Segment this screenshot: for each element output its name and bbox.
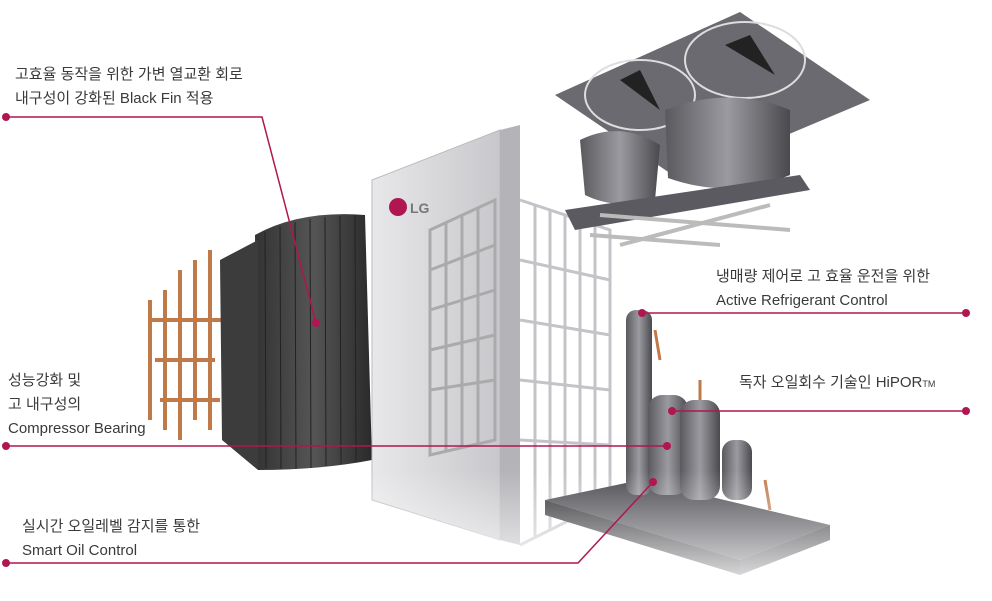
callout-hipor: 독자 오일회수 기술인 HiPORTM xyxy=(739,371,935,396)
callout-oil: 실시간 오일레벨 감지를 통한 Smart Oil Control xyxy=(22,515,200,563)
callout-line: Active Refrigerant Control xyxy=(716,292,888,309)
callout-line: Smart Oil Control xyxy=(22,542,138,559)
dot-hipor-end xyxy=(962,407,970,415)
dot-bearing-end xyxy=(663,442,671,450)
dot-oil-start xyxy=(2,559,10,567)
heat-exchanger-icon xyxy=(220,214,372,470)
callout-arc: 냉매량 제어로 고 효율 운전을 위한 Active Refrigerant C… xyxy=(716,265,930,313)
callout-line: 독자 오일회수 기술인 HiPOR xyxy=(739,374,923,391)
dot-hipor-start xyxy=(668,407,676,415)
callout-black-fin: 고효율 동작을 위한 가변 열교환 회로 내구성이 강화된 Black Fin … xyxy=(15,63,243,111)
dot-black-fin-end xyxy=(312,319,320,327)
piping-icon xyxy=(148,250,227,440)
callout-line: 성능강화 및 xyxy=(8,372,82,389)
fan-icon xyxy=(555,12,870,247)
callout-line: 냉매량 제어로 고 효율 운전을 위한 xyxy=(716,268,931,285)
trademark: TM xyxy=(922,379,936,389)
callout-line: 내구성이 강화된 Black Fin 적용 xyxy=(15,90,214,107)
dot-oil-end xyxy=(649,478,657,486)
dot-bearing-start xyxy=(2,442,10,450)
leader-oil xyxy=(6,481,654,564)
leader-black-fin xyxy=(6,116,317,324)
callout-line: 고 내구성의 xyxy=(8,396,82,413)
dot-black-fin-start xyxy=(2,113,10,121)
dot-arc-start xyxy=(638,309,646,317)
dot-arc-end xyxy=(962,309,970,317)
callout-bearing: 성능강화 및 고 내구성의 Compressor Bearing xyxy=(8,369,146,441)
callout-line: 실시간 오일레벨 감지를 통한 xyxy=(22,518,201,535)
callout-line: Compressor Bearing xyxy=(8,420,146,437)
brand-logo: LG xyxy=(410,200,430,216)
callout-line: 고효율 동작을 위한 가변 열교환 회로 xyxy=(15,66,243,83)
